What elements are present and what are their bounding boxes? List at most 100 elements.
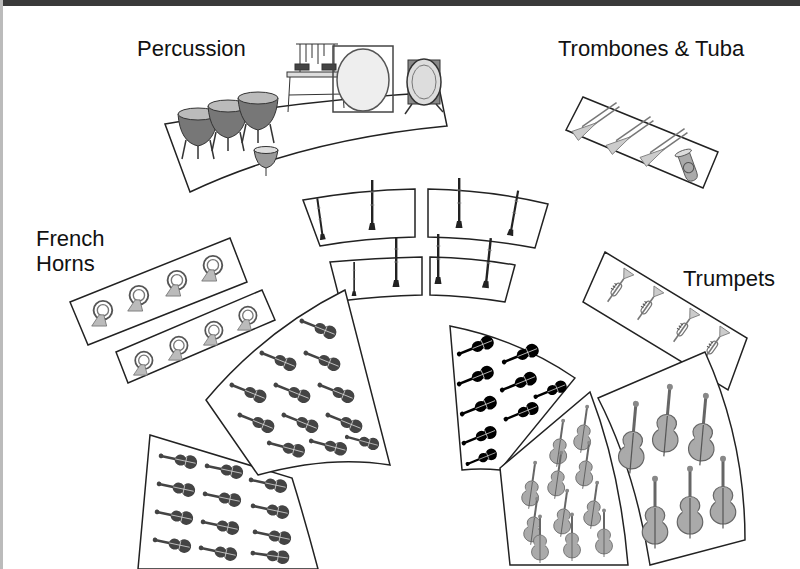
cellos-section (564, 513, 581, 562)
second-violins-section (257, 346, 298, 373)
woodwind-instruments (314, 178, 521, 296)
second-violins-section (271, 378, 312, 405)
woodwind-instruments (393, 237, 400, 287)
violas-section (499, 342, 540, 369)
violas-section (454, 364, 495, 391)
cellos-section (574, 440, 598, 490)
section-label: Trombones & Tuba (558, 36, 744, 61)
section-label: Percussion (137, 36, 246, 61)
second-violins-section (227, 314, 381, 459)
woodwind-instruments (314, 198, 326, 240)
woodwind-instruments (369, 180, 376, 230)
screen-edge (0, 0, 800, 6)
first-violins-section (201, 487, 242, 508)
second-violins-section (315, 378, 356, 405)
basses-section (710, 456, 736, 529)
woodwind-instruments (352, 262, 357, 296)
bass-drum (436, 104, 443, 112)
small-drum (254, 147, 278, 177)
woodwinds-section (303, 189, 415, 246)
basses-section (651, 383, 683, 458)
first-violins-section (249, 499, 290, 520)
percussion-section (165, 92, 447, 192)
cellos-section (572, 404, 596, 454)
violas-section (450, 326, 575, 470)
basses-section (642, 476, 668, 549)
violas-section (501, 400, 540, 426)
first-violins-section (203, 459, 244, 480)
french-horns-section (70, 238, 247, 345)
trumpets-section (669, 308, 700, 345)
french-horns-section (202, 256, 223, 281)
gong (333, 46, 393, 112)
percussion-table (287, 72, 345, 77)
small-drum (266, 168, 267, 176)
bass-drum (405, 59, 443, 114)
small-drum (254, 147, 278, 154)
trombones-tuba-section (572, 101, 622, 140)
trumpets-section (603, 268, 634, 305)
first-violins-section (197, 541, 238, 562)
percussion-section (165, 44, 447, 192)
percussion-section (238, 92, 278, 143)
cellos-section (520, 460, 544, 510)
basses-section (677, 466, 703, 539)
first-violins-section (251, 525, 292, 546)
second-violins-section (301, 346, 342, 373)
bass-drum (407, 59, 441, 105)
trumpets-section (633, 286, 664, 323)
woodwind-instruments (456, 178, 463, 228)
first-violins-section (247, 473, 288, 494)
violas-section (457, 394, 498, 421)
violas-section (459, 424, 498, 450)
percussion-table (318, 44, 319, 64)
percussion-table (295, 64, 309, 70)
second-violins-section (279, 408, 320, 435)
woodwinds-section (430, 257, 515, 302)
bass-drum (412, 65, 436, 99)
french-horns-section (128, 286, 149, 311)
second-violins-section (307, 434, 348, 457)
first-violins-section (151, 533, 192, 554)
first-violins-section (199, 515, 240, 536)
first-violins-section (155, 477, 196, 498)
second-violins-section (206, 290, 390, 475)
first-violins-section (157, 449, 198, 470)
woodwind-instruments (482, 238, 494, 288)
first-violins-section (153, 505, 194, 526)
first-violins-section (250, 546, 291, 565)
woodwind-instruments (435, 234, 442, 284)
gong (333, 46, 393, 112)
violas-section (531, 379, 568, 404)
percussion-table (306, 44, 307, 62)
second-violins-section (265, 436, 306, 459)
cellos-section (532, 515, 549, 564)
french-horns-section (203, 322, 222, 345)
trombones-tuba-section (566, 97, 718, 188)
trombones-tuba-section (674, 148, 701, 184)
violas-section (454, 334, 495, 361)
french-horns-section (166, 271, 187, 296)
percussion-table (324, 44, 325, 56)
percussion-table (322, 64, 336, 70)
trombones-tuba-section (606, 115, 656, 154)
french-horns-section (92, 301, 113, 326)
woodwinds-section (303, 189, 548, 302)
bass-drum (405, 104, 412, 114)
bass-drum (408, 60, 440, 104)
section-label: French Horns (36, 226, 120, 277)
second-violins-section (235, 408, 276, 435)
french-horns-section (237, 307, 256, 330)
basses-section (598, 352, 745, 565)
violas-section (464, 447, 499, 470)
cellos-section (596, 509, 613, 558)
french-horns-section (133, 352, 152, 375)
basses-section (617, 400, 649, 475)
woodwinds-section (428, 189, 548, 248)
screen-edge (0, 0, 3, 569)
second-violins-section (343, 430, 380, 451)
